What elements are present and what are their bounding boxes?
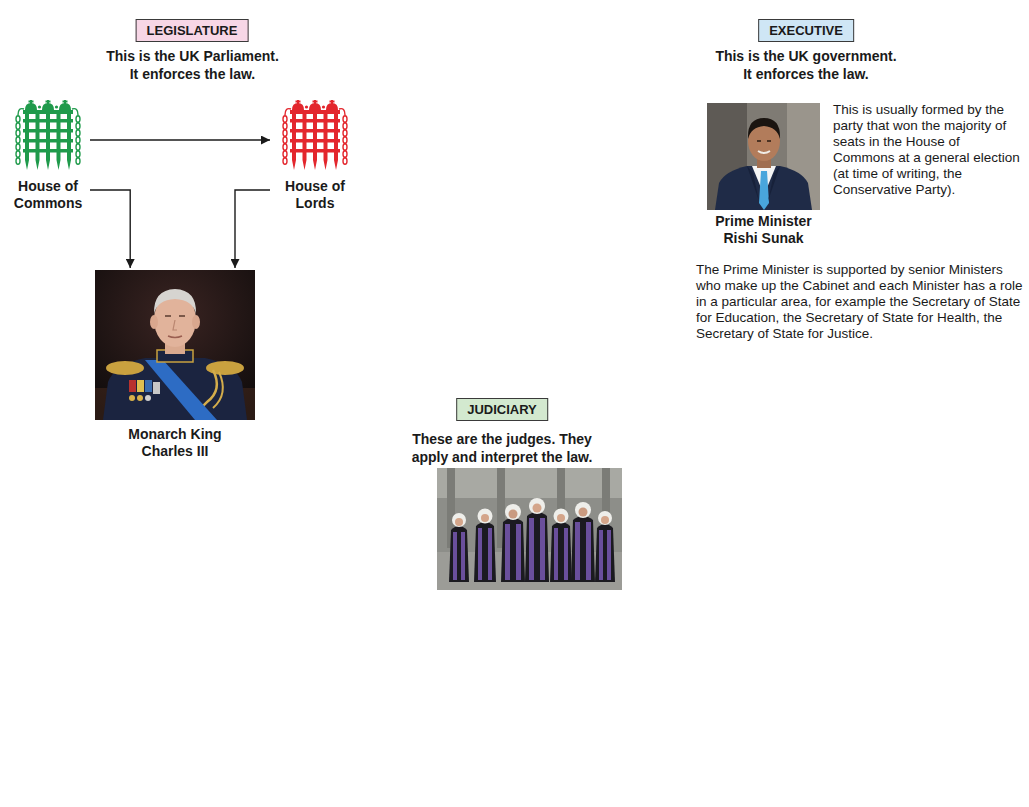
prime-minister-box: Prime Minister Rishi Sunak	[700, 101, 827, 247]
connector-arrow	[235, 190, 270, 268]
caption-text: House of Lords	[270, 178, 360, 212]
prime-minister-portrait	[707, 103, 820, 210]
branch-summary: This is the UK Parliament. It enforces t…	[103, 47, 282, 83]
caption-text: Prime Minister Rishi Sunak	[700, 213, 827, 247]
judge-figures	[449, 498, 615, 582]
note-text: This is usually formed by the party that…	[833, 102, 1023, 198]
caption-text: House of Commons	[6, 178, 90, 212]
branch-heading: LEGISLATURE	[136, 19, 249, 42]
judges-photograph	[437, 468, 622, 590]
lords-portcullis	[280, 100, 350, 176]
caption-text: Monarch King Charles III	[115, 426, 235, 460]
branch-summary: These are the judges. They apply and int…	[402, 430, 602, 466]
branch-heading: EXECUTIVE	[758, 19, 854, 42]
monarch-box: Monarch King Charles III	[95, 268, 255, 460]
connector-arrow	[90, 139, 270, 140]
monarch-portrait	[95, 270, 255, 420]
chamber-box: House of Lords	[270, 98, 360, 212]
heading-text: LEGISLATURE	[147, 23, 238, 39]
commons-portcullis	[13, 100, 83, 176]
connector-arrow	[90, 190, 130, 268]
heading-text: JUDICIARY	[467, 402, 537, 418]
heading-text: EXECUTIVE	[769, 23, 843, 39]
note-text: The Prime Minister is supported by senio…	[696, 262, 1023, 342]
branch-summary: This is the UK government. It enforces t…	[712, 47, 900, 83]
branch-heading: JUDICIARY	[456, 398, 548, 421]
chamber-box: House of Commons	[6, 98, 90, 212]
